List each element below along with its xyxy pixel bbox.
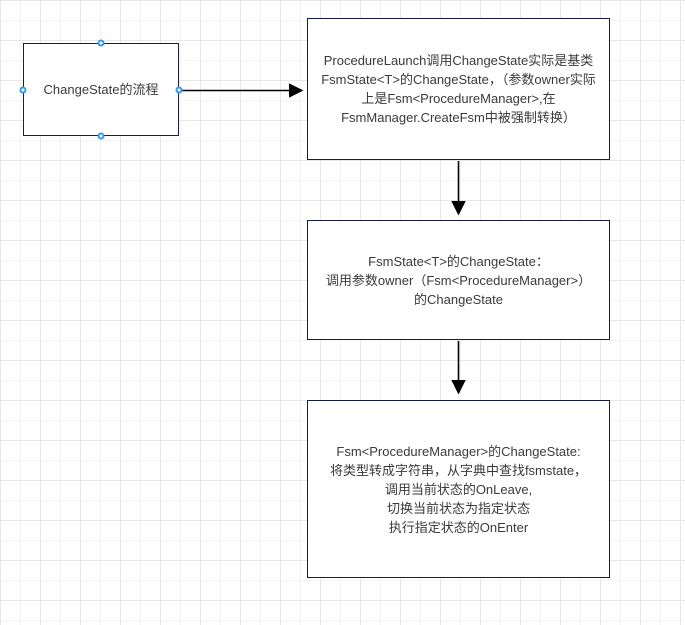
- flow-node-step2[interactable]: FsmState<T>的ChangeState： 调用参数owner（Fsm<P…: [307, 220, 610, 340]
- flow-node-start[interactable]: ChangeState的流程: [19, 39, 183, 140]
- connection-handle-bottom-icon[interactable]: [97, 132, 105, 140]
- flow-node-step1[interactable]: ProcedureLaunch调用ChangeState实际是基类 FsmSta…: [307, 18, 610, 160]
- flow-node-start-label: ChangeState的流程: [43, 82, 159, 97]
- connection-handle-top-icon[interactable]: [97, 39, 105, 47]
- flow-node-step3[interactable]: Fsm<ProcedureManager>的ChangeState: 将类型转成…: [307, 400, 610, 578]
- connection-handle-left-icon[interactable]: [19, 86, 27, 93]
- flow-node-step1-label: ProcedureLaunch调用ChangeState实际是基类 FsmSta…: [321, 53, 596, 125]
- flow-node-step2-label: FsmState<T>的ChangeState： 调用参数owner（Fsm<P…: [325, 253, 592, 307]
- flow-node-step3-label: Fsm<ProcedureManager>的ChangeState: 将类型转成…: [329, 443, 588, 535]
- connection-handle-right-icon[interactable]: [175, 86, 183, 93]
